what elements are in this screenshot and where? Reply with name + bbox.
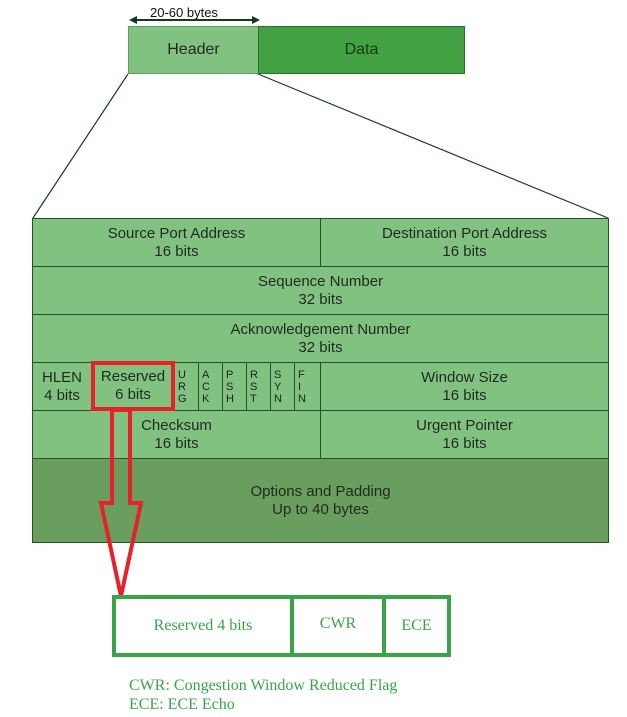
flag-letter: S bbox=[274, 369, 282, 381]
field-acknowledgement-number: Acknowledgement Number 32 bits bbox=[33, 315, 608, 363]
flag-letter: R bbox=[178, 381, 186, 393]
header-label: Header bbox=[167, 41, 220, 58]
data-block: Data bbox=[258, 26, 465, 74]
breakdown-label: ECE bbox=[401, 617, 432, 634]
flag-letter: F bbox=[298, 369, 305, 381]
field-options-padding: Options and Padding Up to 40 bytes bbox=[33, 459, 608, 542]
flag-fin: F I N bbox=[295, 363, 321, 411]
flag-syn: S Y N bbox=[271, 363, 295, 411]
field-name: Source Port Address bbox=[107, 224, 246, 242]
flag-letter: P bbox=[226, 369, 234, 381]
tcp-header-table: Source Port Address 16 bits Destination … bbox=[32, 218, 609, 543]
flag-letter: H bbox=[226, 393, 234, 405]
field-source-port: Source Port Address 16 bits bbox=[33, 219, 321, 267]
size-arrow-icon bbox=[129, 16, 260, 24]
field-bits: 16 bits bbox=[154, 434, 199, 452]
flag-letter: S bbox=[250, 381, 258, 393]
flag-letter: K bbox=[202, 393, 210, 405]
flag-letter: U bbox=[178, 369, 186, 381]
field-window-size: Window Size 16 bits bbox=[321, 363, 608, 410]
breakdown-ece: ECE bbox=[386, 599, 447, 653]
field-bits: 16 bits bbox=[442, 386, 487, 404]
flag-letter: I bbox=[298, 381, 302, 393]
field-name: Sequence Number bbox=[257, 272, 384, 290]
field-sequence-number: Sequence Number 32 bits bbox=[33, 267, 608, 315]
breakdown-reserved-4-bits: Reserved 4 bits bbox=[116, 599, 294, 653]
flag-rst: R S T bbox=[247, 363, 271, 411]
field-bits: 16 bits bbox=[154, 242, 199, 260]
row-flags: HLEN 4 bits Reserved 6 bits U R G A C K … bbox=[33, 361, 608, 411]
flag-psh: P S H bbox=[223, 363, 247, 411]
flag-letter: Y bbox=[274, 381, 282, 393]
field-checksum: Checksum 16 bits bbox=[33, 411, 321, 459]
data-label: Data bbox=[344, 41, 379, 58]
field-bits: 6 bits bbox=[115, 386, 151, 403]
legend-ece: ECE: ECE Echo bbox=[129, 696, 235, 713]
size-label: 20-60 bytes bbox=[150, 5, 218, 20]
flag-letter: A bbox=[202, 369, 210, 381]
field-name: HLEN bbox=[41, 368, 82, 386]
breakdown-cwr: CWR bbox=[294, 599, 386, 653]
legend: CWR: Congestion Window Reduced Flag ECE:… bbox=[129, 676, 397, 714]
flag-letter: S bbox=[226, 381, 234, 393]
flag-letter: R bbox=[250, 369, 258, 381]
flag-letter: T bbox=[250, 393, 257, 405]
field-destination-port: Destination Port Address 16 bits bbox=[321, 219, 608, 267]
field-bits: 32 bits bbox=[298, 338, 343, 356]
field-bits: 4 bits bbox=[44, 386, 80, 404]
field-bits: Up to 40 bytes bbox=[272, 500, 369, 518]
field-name: Acknowledgement Number bbox=[230, 320, 411, 338]
flag-ack: A C K bbox=[199, 363, 223, 411]
field-name: Reserved bbox=[100, 368, 166, 385]
field-name: Checksum bbox=[141, 416, 212, 434]
flag-letter: G bbox=[178, 393, 187, 405]
flag-letter: N bbox=[274, 393, 282, 405]
field-name: Window Size bbox=[421, 368, 508, 386]
field-bits: 16 bits bbox=[442, 242, 487, 260]
reserved-breakdown: Reserved 4 bits CWR ECE bbox=[112, 595, 451, 657]
field-urgent-pointer: Urgent Pointer 16 bits bbox=[321, 411, 608, 459]
zoom-line-left bbox=[32, 73, 129, 219]
field-name: Urgent Pointer bbox=[416, 416, 513, 434]
breakdown-label: Reserved 4 bits bbox=[153, 617, 253, 634]
field-hlen: HLEN 4 bits bbox=[33, 363, 91, 410]
breakdown-label: CWR bbox=[319, 615, 357, 632]
field-bits: 16 bits bbox=[442, 434, 487, 452]
header-block: Header bbox=[128, 26, 259, 74]
flag-urg: U R G bbox=[175, 363, 199, 411]
flag-letter: N bbox=[298, 393, 306, 405]
zoom-line-right bbox=[257, 73, 609, 219]
legend-cwr: CWR: Congestion Window Reduced Flag bbox=[129, 677, 398, 694]
field-name: Options and Padding bbox=[250, 482, 391, 500]
field-reserved: Reserved 6 bits bbox=[91, 361, 175, 411]
field-name: Destination Port Address bbox=[381, 224, 548, 242]
flag-letter: C bbox=[202, 381, 210, 393]
field-bits: 32 bits bbox=[298, 290, 343, 308]
